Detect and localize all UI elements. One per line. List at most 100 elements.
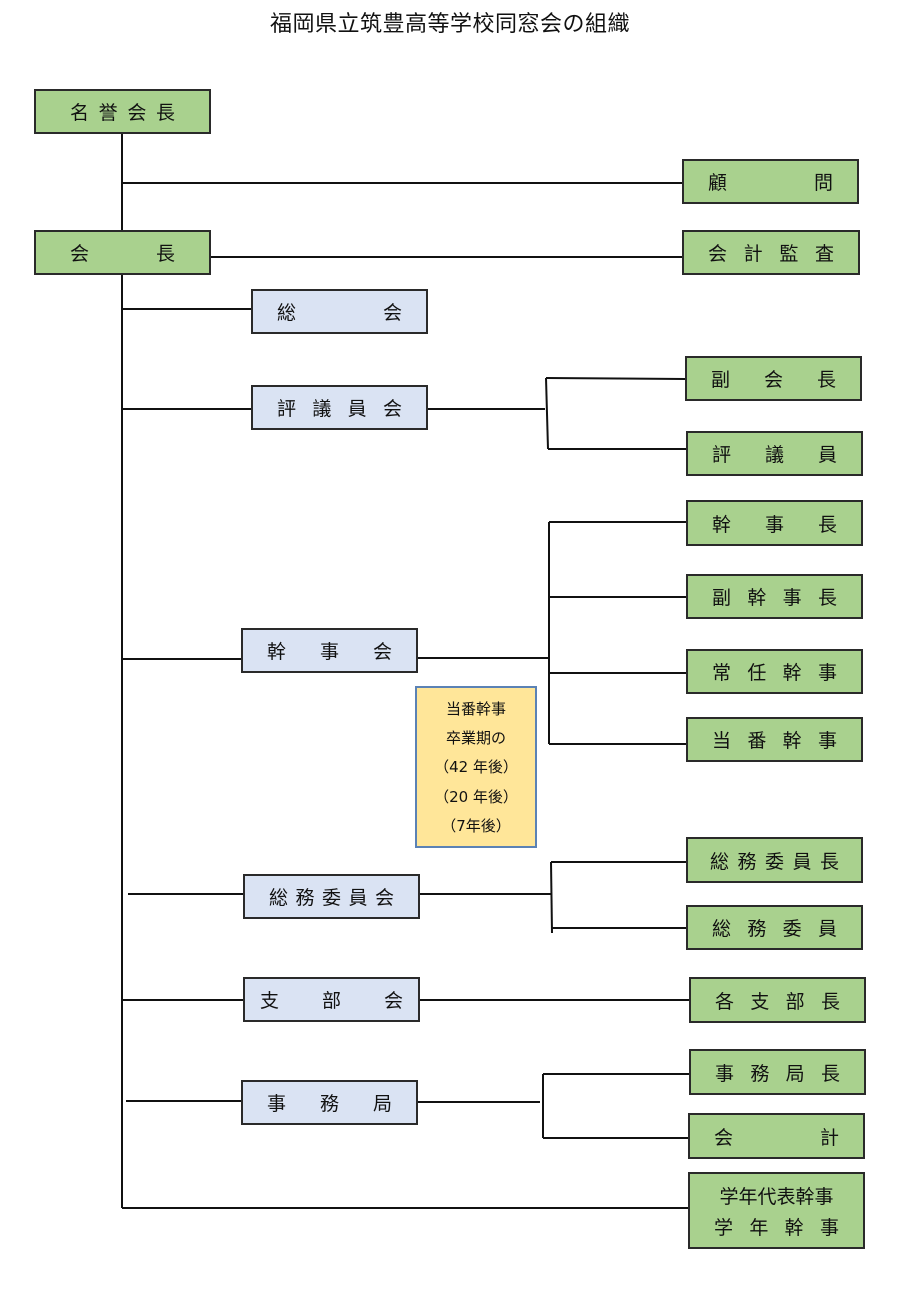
char: 査	[814, 243, 834, 265]
char: 会	[382, 302, 402, 324]
char: 総	[277, 302, 297, 324]
char: 計	[819, 1126, 839, 1149]
char: 務	[319, 1093, 339, 1115]
char: 支	[260, 990, 280, 1012]
char: 議	[312, 398, 332, 420]
note-line: （20 年後）	[434, 787, 518, 806]
char: 局	[372, 1093, 392, 1115]
char: 員	[792, 850, 812, 873]
standing-secretary-box: 常 任 幹 事	[686, 649, 863, 694]
char: 会	[70, 243, 90, 265]
char: 員	[817, 918, 837, 940]
president-box: 会 長	[34, 230, 211, 275]
grade-rep-title: 学年代表幹事	[719, 1185, 834, 1208]
duty-secretary-box: 当 番 幹 事	[686, 717, 863, 762]
chart-title: 福岡県立筑豊高等学校同窓会の組織	[269, 12, 630, 37]
char: 幹	[747, 587, 767, 609]
char: 務	[747, 918, 767, 940]
char: 部	[785, 990, 805, 1013]
char: 幹	[782, 730, 802, 752]
char: 会	[382, 398, 402, 420]
treasurer-box: 会 計	[688, 1113, 865, 1159]
char: 幹	[267, 641, 287, 663]
grade-representative-box: 学年代表幹事 学 年 幹 事	[688, 1172, 865, 1249]
char: 副	[711, 369, 731, 391]
char: 委	[764, 850, 784, 873]
char: 局	[785, 1062, 805, 1085]
vice-president-box: 副 会 長	[685, 356, 862, 401]
char: 員	[817, 444, 837, 466]
char: 委	[782, 918, 802, 940]
note-line: 当番幹事	[445, 700, 506, 719]
char: 常	[712, 662, 732, 684]
char: 事	[819, 1216, 839, 1239]
char: 長	[155, 243, 175, 265]
char: 員	[347, 398, 367, 420]
branch-council-box: 支 部 会	[243, 977, 420, 1022]
char: 年	[749, 1216, 769, 1239]
char: 各	[715, 990, 735, 1013]
char: 長	[816, 369, 836, 391]
char: 事	[817, 730, 837, 752]
char: 番	[747, 730, 767, 752]
char: 長	[817, 587, 837, 609]
char: 総	[712, 918, 732, 940]
char: 事	[782, 587, 802, 609]
advisor-box: 顧 問	[682, 159, 859, 204]
vice-chief-secretary-box: 副 幹 事 長	[686, 574, 863, 619]
char: 顧	[708, 172, 728, 194]
char: 長	[820, 1062, 840, 1085]
char: 支	[750, 990, 770, 1013]
char: 委	[321, 887, 341, 909]
char: 幹	[712, 513, 732, 536]
char: 長	[817, 513, 837, 536]
char: 長	[819, 850, 839, 873]
char: 会	[374, 887, 394, 909]
char: 務	[737, 850, 757, 873]
char: 計	[743, 243, 763, 265]
char: 長	[155, 102, 175, 124]
char: 事	[817, 662, 837, 684]
char: 評	[712, 444, 732, 466]
char: 幹	[782, 662, 802, 684]
char: 長	[820, 990, 840, 1013]
char: 監	[779, 243, 799, 265]
char: 会	[708, 243, 728, 265]
char: 部	[321, 990, 341, 1012]
board-of-councillors-box: 評 議 員 会	[251, 385, 428, 430]
char: 議	[764, 444, 784, 466]
councillor-box: 評 議 員	[686, 431, 863, 476]
secretariat-box: 事 務 局	[241, 1080, 418, 1125]
note-line: 卒業期の	[445, 729, 506, 748]
auditor-box: 会 計 監 査	[682, 230, 860, 275]
char: 会	[372, 641, 392, 663]
grade-secretary-label: 学 年 幹 事	[690, 1213, 863, 1240]
duty-secretary-note: 当番幹事 卒業期の （42 年後） （20 年後） （7年後）	[415, 686, 537, 848]
char: 会	[127, 102, 147, 124]
chief-secretary-box: 幹 事 長	[686, 500, 863, 546]
char: 事	[267, 1093, 287, 1115]
char: 問	[813, 172, 833, 194]
char: 事	[715, 1062, 735, 1085]
char: 幹	[784, 1216, 804, 1239]
general-affairs-member-box: 総 務 委 員	[686, 905, 863, 950]
char: 名	[70, 102, 90, 124]
char: 当	[712, 730, 732, 752]
note-line: （42 年後）	[434, 758, 518, 777]
general-affairs-committee-box: 総 務 委 員 会	[243, 874, 420, 919]
branch-heads-box: 各 支 部 長	[689, 977, 866, 1023]
char: 副	[712, 587, 732, 609]
char: 任	[747, 662, 767, 684]
char: 会	[383, 990, 403, 1012]
char: 総	[710, 850, 730, 873]
honorary-president-box: 名 誉 会 長	[34, 89, 211, 134]
general-affairs-chair-box: 総 務 委 員 長	[686, 837, 863, 883]
secretaries-council-box: 幹 事 会	[241, 628, 418, 673]
general-assembly-box: 総 会	[251, 289, 428, 334]
char: 事	[764, 513, 784, 536]
char: 会	[714, 1126, 734, 1149]
secretariat-head-box: 事 務 局 長	[689, 1049, 866, 1095]
char: 学	[714, 1216, 734, 1239]
char: 事	[319, 641, 339, 663]
